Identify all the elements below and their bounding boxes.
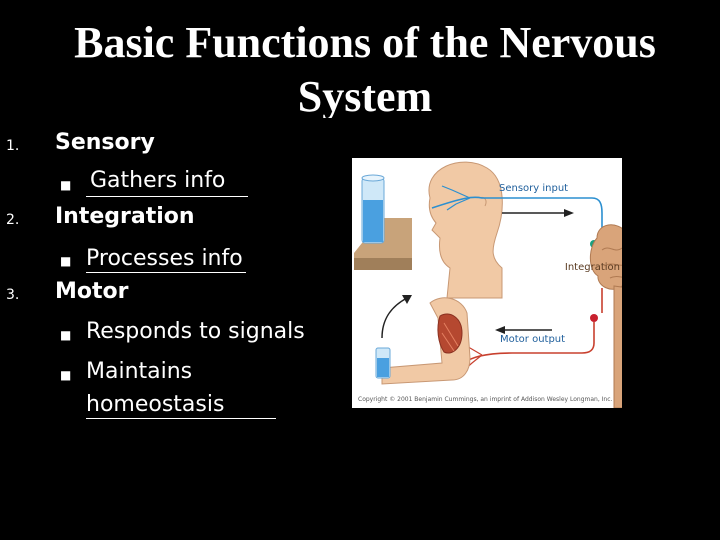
square-bullet-icon: ■ xyxy=(60,368,72,382)
list-number: 3. xyxy=(6,287,20,303)
square-bullet-icon: ■ xyxy=(60,328,72,342)
slide-title: Basic Functions of the Nervous System xyxy=(74,18,656,118)
heading-sensory: Sensory xyxy=(55,130,155,155)
function-list: 1. Sensory ■ Gathers info 2. Integration… xyxy=(0,0,340,540)
list-number: 1. xyxy=(6,138,20,154)
fill-in-blank-line xyxy=(86,272,246,273)
slide-title-bar: Basic Functions of the Nervous System xyxy=(0,0,720,118)
bullet-responds-to-signals: Responds to signals xyxy=(86,319,305,344)
square-bullet-icon: ■ xyxy=(60,178,72,192)
bullet-maintains: Maintains xyxy=(86,359,193,384)
bullet-gathers-info: Gathers info xyxy=(90,168,226,193)
head-icon xyxy=(428,161,503,299)
integration-label: Integration xyxy=(565,262,620,273)
bullet-homeostasis: homeostasis xyxy=(86,392,225,417)
nervous-system-diagram: Sensory input Integration Motor output C… xyxy=(352,158,647,409)
water-glass-icon xyxy=(354,174,412,270)
copyright-credit: Copyright © 2001 Benjamin Cummings, an i… xyxy=(358,396,613,403)
arm-icon xyxy=(375,297,471,385)
motor-output-label: Motor output xyxy=(500,334,565,345)
heading-integration: Integration xyxy=(55,204,195,229)
list-number: 2. xyxy=(6,212,20,228)
sensory-input-label: Sensory input xyxy=(499,183,568,194)
fill-in-blank-line xyxy=(86,196,248,197)
synapse-dot xyxy=(590,314,598,322)
heading-motor: Motor xyxy=(55,279,129,304)
fill-in-blank-line xyxy=(86,418,276,419)
bullet-processes-info: Processes info xyxy=(86,246,243,271)
square-bullet-icon: ■ xyxy=(60,254,72,268)
movement-arrow xyxy=(381,297,408,339)
